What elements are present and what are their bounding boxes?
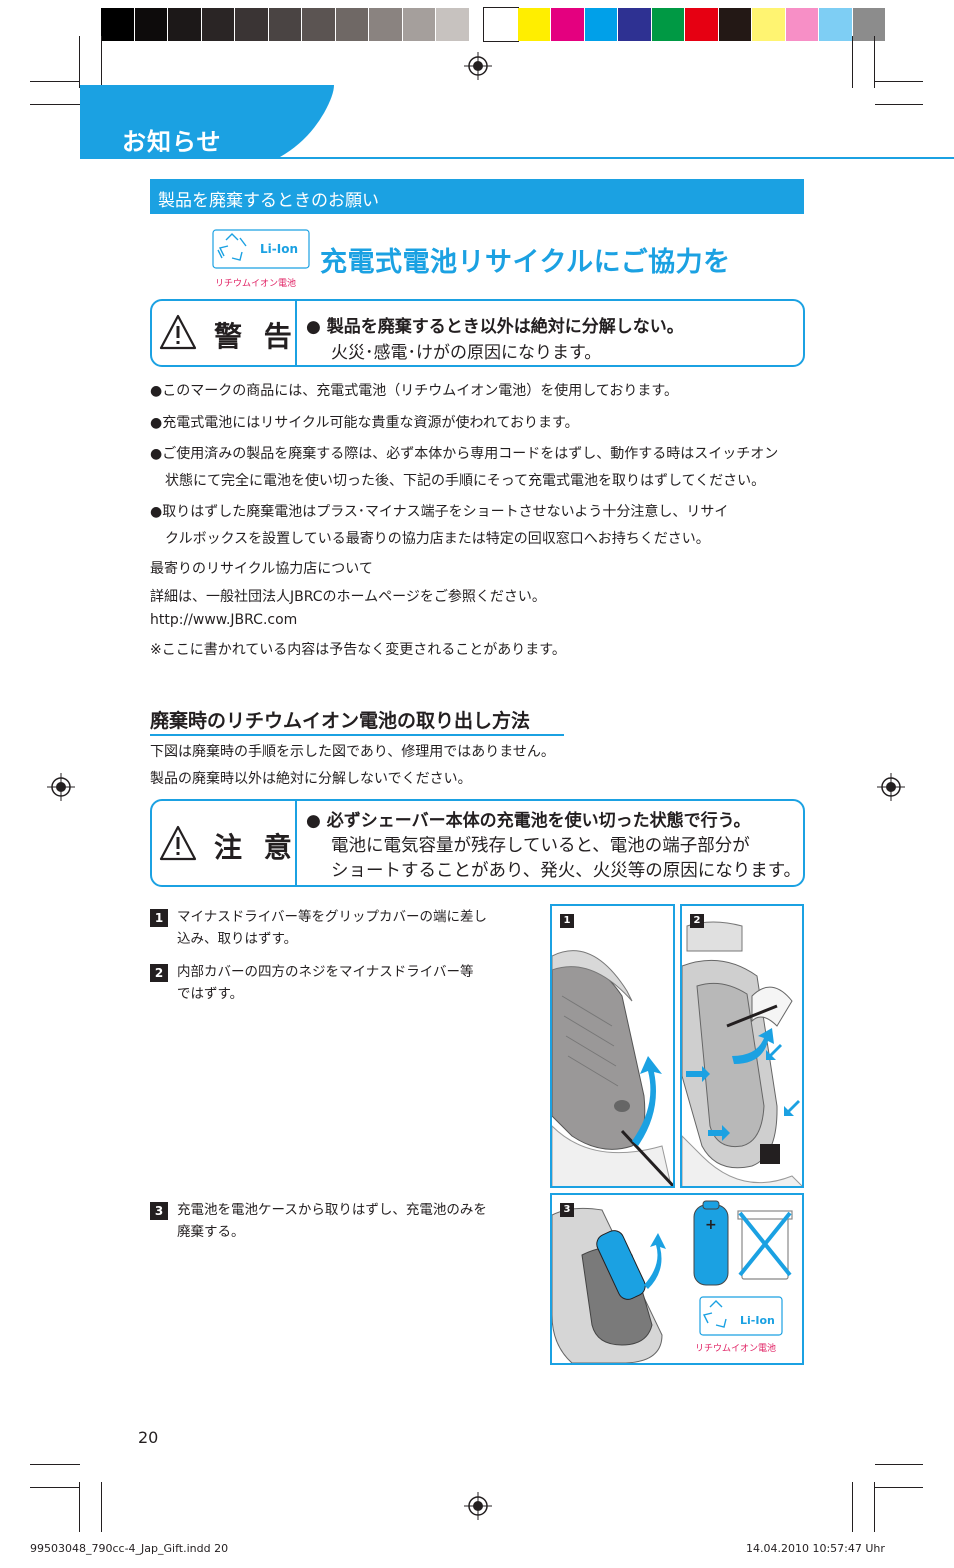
illustration-panel-1: 1: [550, 904, 675, 1188]
li-ion-badge: Li-Ion: [260, 242, 298, 256]
color-swatch: [483, 7, 519, 42]
color-swatch: [852, 8, 886, 41]
caution-detail: 電池に電気容量が残存していると、電池の端子部分が: [331, 836, 750, 856]
color-swatch: [785, 8, 819, 41]
shaver-inner-cover-illustration: [682, 921, 802, 1186]
li-ion-caption: リチウムイオン電池: [215, 279, 297, 289]
main-title: 充電式電池リサイクルにご協力を: [320, 247, 731, 278]
warning-icon: [159, 314, 197, 350]
color-swatch: [752, 8, 786, 41]
registration-mark-icon: [877, 773, 905, 801]
step-number: 2: [150, 964, 168, 982]
shaver-grip-illustration: [552, 950, 673, 1186]
caution-label: 注 意: [214, 831, 298, 864]
bullet-text: 状態にて完全に電池を使い切った後、下記の手順にそって充電式電池を取りはずしてくだ…: [165, 473, 766, 489]
color-swatch: [517, 8, 551, 41]
color-swatch: [436, 8, 470, 41]
color-swatch: [168, 8, 202, 41]
caution-icon: [159, 825, 197, 861]
color-swatch: [402, 8, 436, 41]
crop-mark: [79, 1482, 80, 1532]
recycle-icon: [212, 229, 310, 269]
illustration-panel-3: 3 + Li-Ion リチウムイオン電池: [550, 1193, 804, 1365]
color-swatch: [718, 8, 752, 41]
footer-timestamp: 14.04.2010 10:57:47 Uhr: [746, 1542, 885, 1555]
caution-heading: ● 必ずシェーバー本体の充電池を使い切った状態で行う。: [306, 811, 751, 831]
step-number: 1: [150, 909, 168, 927]
color-swatch: [651, 8, 685, 41]
registration-mark-icon: [464, 52, 492, 80]
color-swatch: [369, 8, 403, 41]
crop-mark: [30, 81, 80, 82]
bullet-text: ●充電式電池にはリサイクル可能な貴重な資源が使われております。: [150, 415, 579, 431]
step-text: マイナスドライバー等をグリップカバーの端に差し込み、取りはずす。: [177, 909, 487, 947]
step-text: 充電池を電池ケースから取りはずし、充電池のみを廃棄する。: [177, 1202, 487, 1240]
page-number: 20: [138, 1428, 159, 1447]
crop-mark: [30, 104, 80, 105]
info-note: ※ここに書かれている内容は予告なく変更されることがあります。: [150, 642, 566, 658]
illustration-panel-2: 2: [680, 904, 804, 1188]
crop-mark: [30, 1487, 80, 1488]
li-ion-badge-small: Li-Ion: [740, 1314, 775, 1327]
warning-heading: ● 製品を廃棄するとき以外は絶対に分解しない。: [306, 317, 684, 337]
color-swatch: [302, 8, 336, 41]
removal-heading: 廃棄時のリチウムイオン電池の取り出し方法: [150, 710, 531, 732]
warning-box: [150, 299, 805, 367]
color-bar-color: [483, 7, 886, 42]
crop-mark: [875, 1487, 923, 1488]
color-bar-gray: [101, 8, 470, 41]
footer-filename: 99503048_790cc-4_Jap_Gift.indd 20: [30, 1542, 229, 1555]
color-swatch: [819, 8, 853, 41]
color-swatch: [335, 8, 369, 41]
bullet-text: クルボックスを設置している最寄りの協力店または特定の回収窓口へお持ちください。: [165, 531, 710, 547]
bullet-text: ●このマークの商品には、充電式電池（リチウムイオン電池）を使用しております。: [150, 383, 678, 399]
step-number: 3: [150, 1202, 168, 1220]
crop-mark: [874, 1482, 875, 1532]
color-swatch: [268, 8, 302, 41]
caution-detail: ショートすることがあり、発火、火災等の原因になります。: [331, 861, 802, 881]
section-heading: 製品を廃棄するときのお願い: [158, 191, 379, 211]
crop-mark: [30, 1464, 80, 1465]
info-text: 最寄りのリサイクル協力店について: [150, 561, 373, 577]
color-swatch: [685, 8, 719, 41]
color-swatch: [618, 8, 652, 41]
registration-mark-icon: [47, 773, 75, 801]
page-title: お知らせ: [122, 128, 222, 156]
warning-label: 警 告: [214, 320, 298, 353]
crop-mark: [852, 36, 853, 88]
removal-heading-rule: [150, 734, 564, 736]
color-swatch: [551, 8, 585, 41]
step-text: 内部カバーの四方のネジをマイナスドライバー等ではずす。: [177, 964, 474, 1002]
crop-mark: [101, 36, 102, 88]
battery-removal-illustration: [552, 1200, 793, 1363]
section-heading-bar: 製品を廃棄するときのお願い: [150, 179, 804, 214]
crop-mark: [875, 1464, 923, 1465]
color-swatch: [201, 8, 235, 41]
color-swatch: [584, 8, 618, 41]
jbrc-link[interactable]: http://www.JBRC.com: [150, 612, 298, 628]
color-swatch: [235, 8, 269, 41]
color-swatch: [134, 8, 168, 41]
battery-plus-sign: +: [705, 1217, 717, 1233]
bullet-text: ●ご使用済みの製品を廃棄する際は、必ず本体から専用コードをはずし、動作する時はス…: [150, 446, 779, 462]
header-band: [80, 85, 954, 159]
crop-mark: [101, 1482, 102, 1532]
crop-mark: [875, 81, 923, 82]
registration-mark-icon: [464, 1492, 492, 1520]
bullet-text: ●取りはずした廃棄電池はプラス･マイナス端子をショートさせないよう十分注意し、リ…: [150, 504, 729, 520]
warning-detail: 火災･感電･けがの原因になります。: [331, 343, 602, 363]
li-ion-caption-small: リチウムイオン電池: [695, 1344, 777, 1354]
removal-intro: 製品の廃棄時以外は絶対に分解しないでください。: [150, 771, 472, 787]
crop-mark: [852, 1482, 853, 1532]
crop-mark: [874, 36, 875, 88]
crop-mark: [875, 104, 923, 105]
color-swatch: [101, 8, 135, 41]
caution-box: [150, 799, 805, 887]
removal-intro: 下図は廃棄時の手順を示した図であり、修理用ではありません。: [150, 744, 555, 760]
crop-mark: [79, 36, 80, 88]
info-text: 詳細は、一般社団法人JBRCのホームページをご参照ください。: [150, 589, 546, 605]
